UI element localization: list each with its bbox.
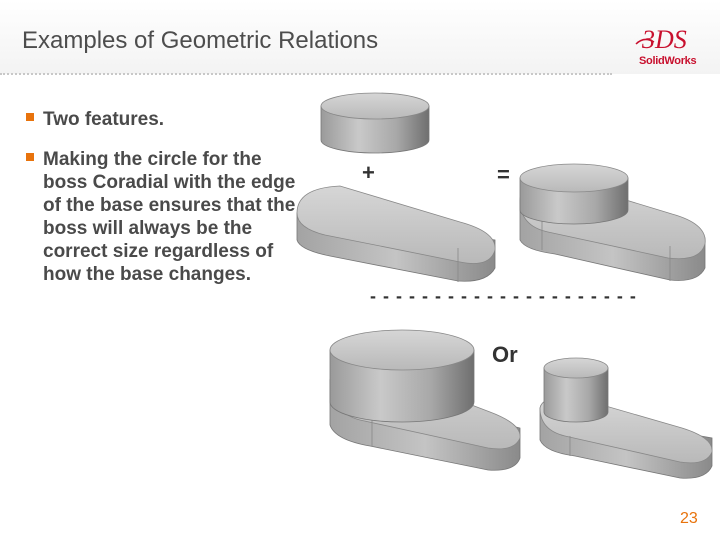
- page-number: 23: [680, 510, 698, 527]
- bullet-list: Two features. Making the circle for the …: [26, 108, 311, 303]
- base-feature: [296, 185, 496, 282]
- result-combined: [519, 163, 706, 281]
- or-label: Or: [492, 342, 518, 367]
- plus-sign: +: [362, 160, 375, 185]
- separator-dash-line: - - - - - - - - - - - - - - - - - - - - …: [370, 286, 637, 306]
- bullet-coradial: Making the circle for the boss Coradial …: [26, 148, 311, 286]
- bullet-text: Two features.: [43, 109, 165, 130]
- alternate-large-boss: [329, 329, 521, 471]
- solidworks-logo-text: SolidWorks: [639, 55, 697, 67]
- solidworks-logo: 3DS: [635, 25, 687, 54]
- bullet-marker-icon: [26, 113, 34, 121]
- bullet-two-features: Two features.: [26, 108, 311, 131]
- equals-sign: =: [497, 162, 510, 187]
- slide-title: Examples of Geometric Relations: [22, 27, 379, 54]
- 3ds-mark-icon: 3DS: [635, 25, 687, 54]
- alternate-small-boss: [539, 357, 713, 479]
- slide-header: [0, 0, 720, 74]
- header-divider: [0, 73, 612, 75]
- boss-cylinder: [320, 92, 430, 154]
- bullet-text: Making the circle for the boss Coradial …: [43, 149, 296, 285]
- bullet-marker-icon: [26, 153, 34, 161]
